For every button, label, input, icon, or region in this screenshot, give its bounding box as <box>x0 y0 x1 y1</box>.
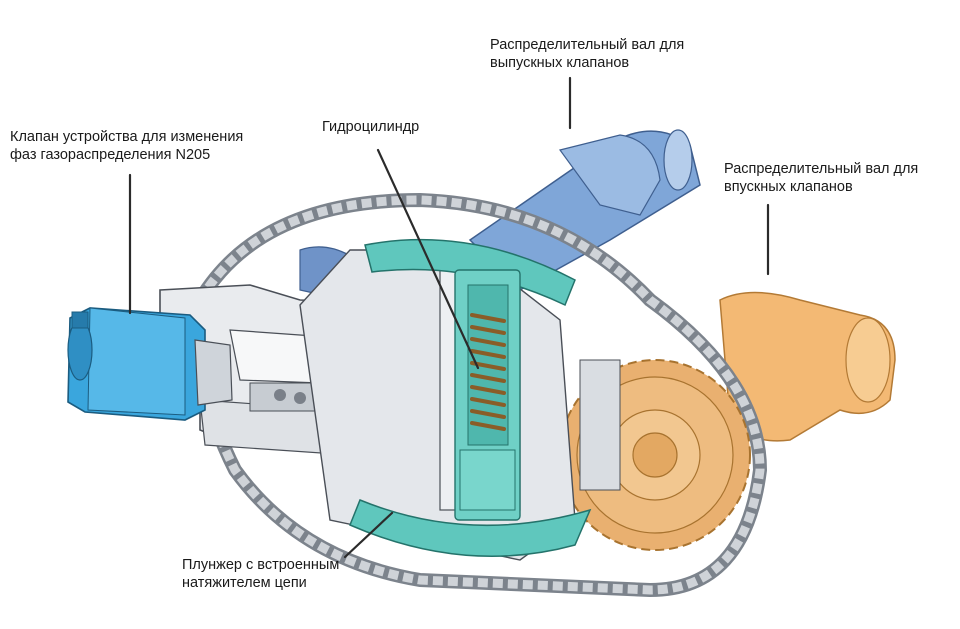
label-intake-camshaft: Распределительный вал для впускных клапа… <box>724 160 918 196</box>
label-exhaust-camshaft-line1: Распределительный вал для <box>490 37 685 53</box>
label-hydro-cylinder-line1: Гидроцилиндр <box>322 119 420 135</box>
label-vvt-valve-line2: фаз газораспределения N205 <box>10 147 211 163</box>
label-plunger-line1: Плунжер с встроенным <box>182 557 340 573</box>
label-plunger-tensioner: Плунжер с встроенным натяжителем цепи <box>182 556 339 592</box>
label-plunger-line2: натяжителем цепи <box>182 575 307 591</box>
leader-lines <box>128 76 770 559</box>
leader-hydro-cylinder <box>376 148 480 370</box>
exhaust-camshaft <box>299 129 701 301</box>
label-vvt-valve: Клапан устройства для изменения фаз газо… <box>10 128 243 164</box>
label-exhaust-camshaft: Распределительный вал для выпускных клап… <box>490 36 684 72</box>
chain-tensioner <box>349 238 592 557</box>
label-intake-camshaft-line2: впускных клапанов <box>724 179 853 195</box>
label-hydro-cylinder: Гидроцилиндр <box>322 118 419 136</box>
label-intake-camshaft-line1: Распределительный вал для <box>724 161 919 177</box>
leader-plunger <box>343 511 394 559</box>
label-exhaust-camshaft-line2: выпускных клапанов <box>490 55 630 71</box>
vvt-valve-n205 <box>67 307 233 421</box>
intake-camshaft <box>719 291 896 442</box>
timing-chain <box>191 193 767 597</box>
label-vvt-valve-line1: Клапан устройства для изменения <box>10 129 244 145</box>
